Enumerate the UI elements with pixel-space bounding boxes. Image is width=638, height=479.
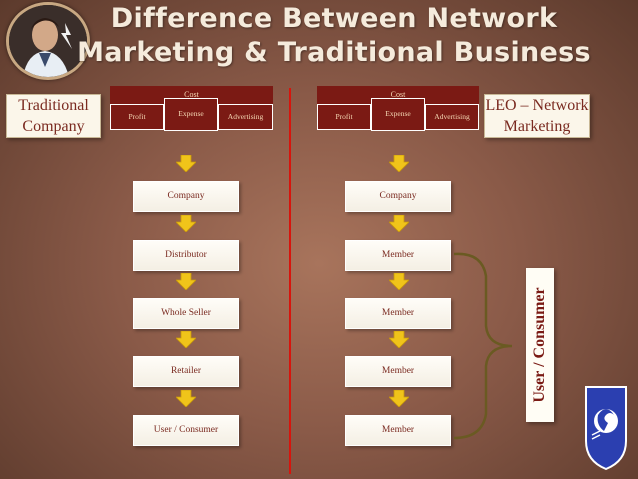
right-cost-profit: Profit [317, 104, 371, 130]
down-arrow-icon [176, 155, 196, 172]
left-cost-expense: Expense [164, 98, 218, 131]
center-divider [289, 88, 291, 474]
presenter-avatar [6, 2, 90, 80]
member-group-bracket [453, 252, 513, 440]
right-cost-title: Cost [317, 86, 479, 104]
right-cost-expense: Expense [371, 98, 425, 131]
down-arrow-icon [389, 273, 409, 290]
down-arrow-icon [389, 215, 409, 232]
down-arrow-icon [389, 331, 409, 348]
network-label-line-2: Marketing [503, 118, 571, 135]
left-cost-advertising: Advertising [218, 104, 273, 130]
slide-title-line-1: Difference Between Network [110, 3, 558, 34]
right-cost-panel: Cost Profit Expense Advertising [317, 86, 479, 131]
slide-title-line-2: Marketing & Traditional Business [77, 37, 591, 68]
down-arrow-icon [176, 215, 196, 232]
left-flow-retailer: Retailer [133, 356, 239, 387]
left-flow-distributor: Distributor [133, 240, 239, 271]
right-flow-company: Company [345, 181, 451, 212]
traditional-label-line-1: Traditional [18, 97, 89, 114]
right-flow-member-3: Member [345, 356, 451, 387]
right-cost-advertising: Advertising [425, 104, 479, 130]
right-flow-member-4: Member [345, 415, 451, 446]
down-arrow-icon [176, 273, 196, 290]
left-flow-user-consumer: User / Consumer [133, 415, 239, 446]
left-cost-profit: Profit [110, 104, 164, 130]
left-flow-company: Company [133, 181, 239, 212]
left-cost-panel: Cost Profit Expense Advertising [110, 86, 273, 131]
left-flow-whole-seller: Whole Seller [133, 298, 239, 329]
traditional-company-label: Traditional Company [6, 94, 101, 138]
right-flow-member-1: Member [345, 240, 451, 271]
network-label-line-1: LEO – Network [485, 97, 589, 114]
user-consumer-text: User / Consumer [531, 287, 548, 403]
user-consumer-vertical-label: User / Consumer [526, 268, 554, 422]
shield-logo-icon [585, 386, 627, 471]
down-arrow-icon [389, 155, 409, 172]
traditional-label-line-2: Company [22, 118, 85, 135]
left-cost-title: Cost [110, 86, 273, 104]
down-arrow-icon [176, 331, 196, 348]
network-marketing-label: LEO – Network Marketing [484, 94, 590, 138]
down-arrow-icon [389, 390, 409, 407]
right-flow-member-2: Member [345, 298, 451, 329]
down-arrow-icon [176, 390, 196, 407]
